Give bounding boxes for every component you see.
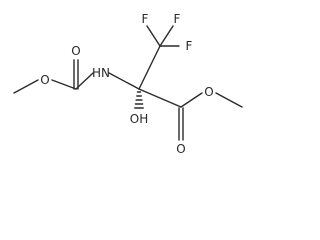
bonds bbox=[13, 25, 243, 141]
bond-ester-c-o-ether bbox=[180, 92, 203, 108]
bond-cf3-f-top-right bbox=[159, 25, 174, 47]
hashed-wedge-oh bbox=[134, 91, 144, 109]
atom-o-ester-carbonyl: O bbox=[176, 142, 185, 156]
bond-carbamate-c-o-ether bbox=[51, 79, 77, 90]
atom-o-hydroxyl: OH bbox=[130, 112, 148, 126]
atom-f-top-right: F bbox=[174, 12, 181, 26]
atom-f-top-left: F bbox=[142, 12, 149, 26]
atom-labels: F F F O O HN OH O O bbox=[40, 12, 213, 156]
atom-o-carbamate-ether: O bbox=[40, 73, 49, 87]
atom-f-right: F bbox=[186, 39, 193, 53]
atom-o-ester-ether: O bbox=[204, 85, 213, 99]
bond-cf3-stereocenter bbox=[138, 45, 161, 90]
bond-stereocenter-ester-c bbox=[138, 88, 182, 108]
bond-ester-o-methyl bbox=[215, 92, 243, 108]
atom-n-amide: HN bbox=[92, 66, 110, 80]
bond-nh-carbamate-c bbox=[75, 72, 94, 90]
atom-o-carbamate-carbonyl: O bbox=[71, 44, 80, 58]
bond-cf3-f-top-left bbox=[146, 25, 161, 47]
bond-carbamate-o-methyl bbox=[13, 79, 39, 94]
bond-stereocenter-nh bbox=[108, 72, 140, 90]
structure-diagram: F F F O O HN OH O O bbox=[13, 12, 243, 156]
